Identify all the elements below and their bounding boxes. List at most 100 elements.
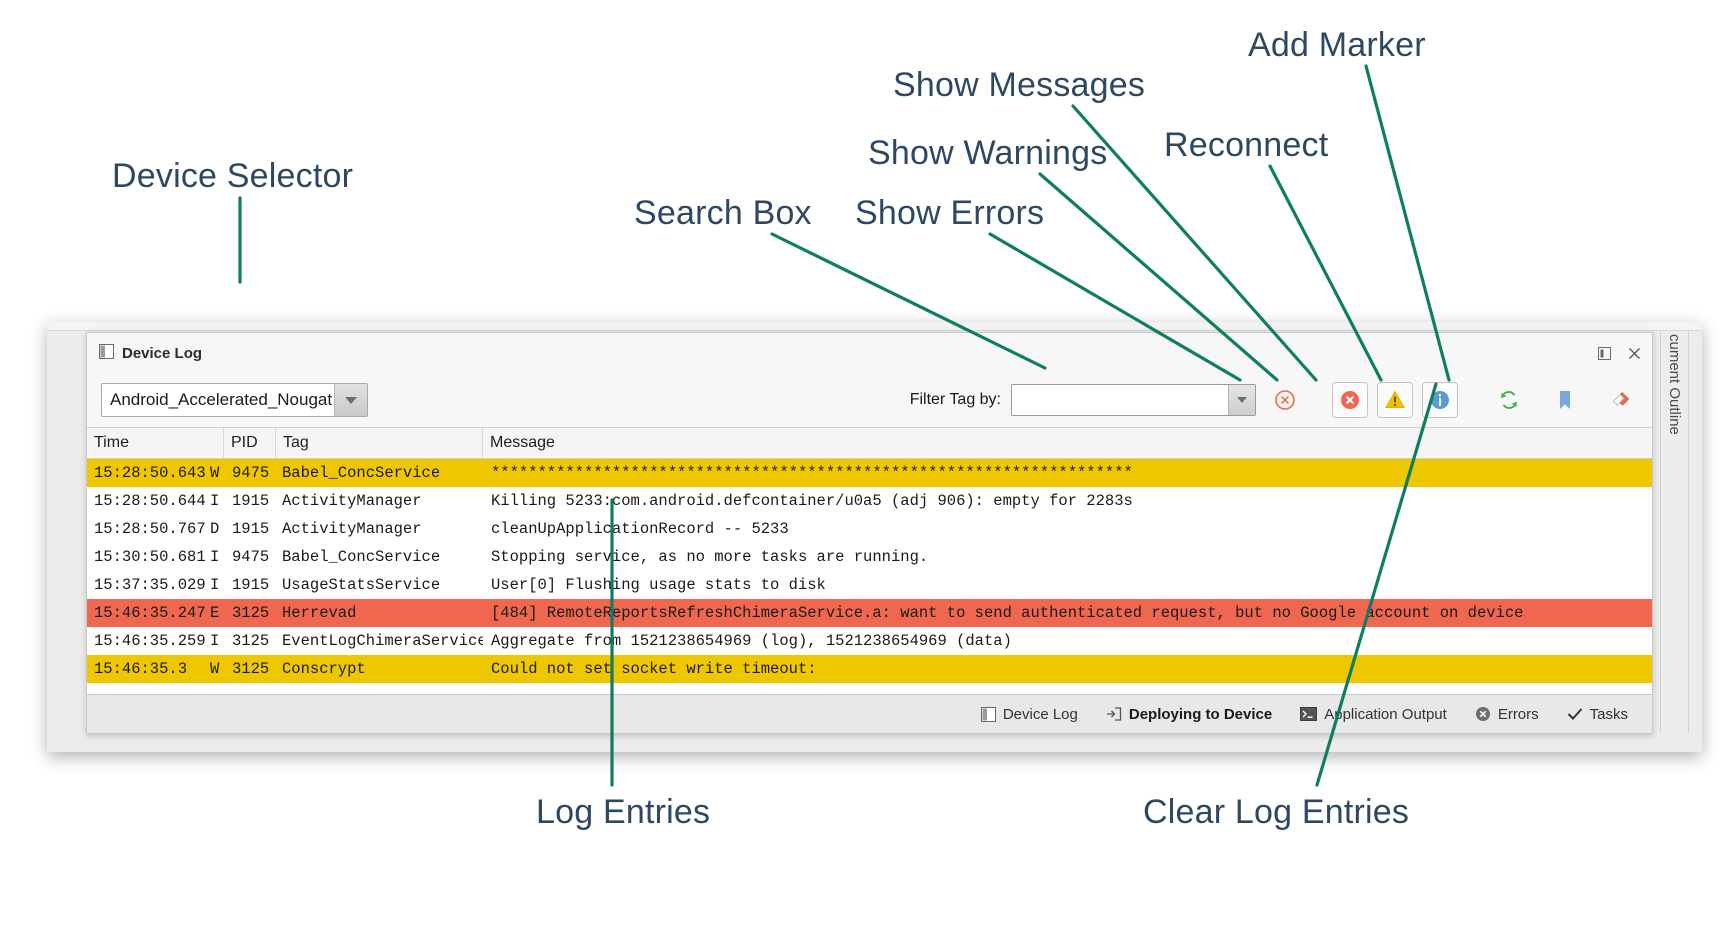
log-cell-level: W	[210, 660, 220, 678]
annotation-label-show-warnings: Show Warnings	[868, 134, 1108, 172]
search-input[interactable]	[1012, 385, 1228, 415]
ide-window: cument Outline Device Log	[47, 322, 1702, 752]
status-tab-errors[interactable]: Errors	[1475, 706, 1539, 723]
device-selector-value: Android_Accelerated_Nougat	[110, 390, 333, 409]
device-log-panel: Device Log	[86, 332, 1653, 734]
panel-controls	[1596, 333, 1642, 373]
log-cell-pid: 9475	[232, 548, 270, 566]
log-cell-time: 15:28:50.767	[94, 520, 206, 538]
annotation-label-show-messages: Show Messages	[893, 66, 1146, 104]
reconnect-refresh-icon[interactable]	[1492, 383, 1526, 417]
log-cell-level: I	[210, 576, 220, 594]
log-cell-tag: Babel_ConcService	[282, 548, 441, 566]
panel-icon	[980, 706, 996, 722]
annotation-label-add-marker: Add Marker	[1248, 26, 1426, 64]
panel-title-text: Device Log	[122, 344, 203, 362]
log-cell-time: 15:37:35.029	[94, 576, 206, 594]
log-table-header: Time PID Tag Message	[87, 428, 1652, 459]
log-cell-level: I	[210, 492, 220, 510]
add-marker-bookmark-icon[interactable]	[1548, 383, 1582, 417]
log-cell-pid: 3125	[232, 632, 270, 650]
tool-window-status-bar: Device Log Deploying to Device Application…	[87, 694, 1652, 733]
panel-icon	[99, 343, 114, 363]
status-tab-application-output[interactable]: Application Output	[1300, 706, 1447, 723]
search-box[interactable]	[1011, 384, 1256, 416]
column-header-tag[interactable]: Tag	[276, 428, 483, 458]
minimize-icon[interactable]	[1596, 345, 1612, 361]
log-cell-level: I	[210, 548, 220, 566]
log-cell-tag: Herrevad	[282, 604, 357, 622]
log-cell-pid: 9475	[232, 464, 270, 482]
log-cell-pid: 1915	[232, 520, 270, 538]
panel-header: Device Log	[87, 333, 1652, 373]
status-tab-tasks[interactable]: Tasks	[1567, 706, 1628, 723]
annotation-label-device-selector: Device Selector	[112, 157, 354, 195]
status-tab-label: Device Log	[1002, 705, 1078, 723]
log-cell-message: cleanUpApplicationRecord -- 5233	[491, 520, 789, 538]
log-cell-message: Could not set socket write timeout:	[491, 660, 817, 678]
log-cell-time: 15:30:50.681	[94, 548, 206, 566]
clear-search-icon[interactable]	[1272, 387, 1298, 413]
show-warnings-button[interactable]	[1377, 382, 1413, 418]
log-cell-level: I	[210, 632, 220, 650]
document-outline-rail[interactable]: cument Outline	[1660, 332, 1689, 732]
log-cell-time: 15:46:35.3	[94, 660, 188, 678]
status-tab-label: Errors	[1497, 705, 1539, 723]
log-cell-pid: 1915	[232, 492, 270, 510]
log-row[interactable]: 15:46:35.3 W 3125 Conscrypt Could not set so…	[87, 655, 1652, 683]
log-cell-level: W	[210, 464, 220, 482]
column-header-message[interactable]: Message	[490, 434, 555, 451]
deploy-icon	[1106, 706, 1122, 722]
status-tab-label: Tasks	[1589, 705, 1628, 723]
log-cell-message: [484] RemoteReportsRefreshChimeraService…	[491, 604, 1524, 622]
status-tab-deploying-to-device[interactable]: Deploying to Device	[1106, 706, 1272, 723]
show-messages-button[interactable]	[1422, 382, 1458, 418]
log-cell-pid: 1915	[232, 576, 270, 594]
log-toolbar: Android_Accelerated_Nougat Filter Tag by…	[87, 373, 1652, 428]
log-cell-level: E	[210, 604, 220, 622]
action-buttons-group	[1492, 383, 1638, 417]
log-cell-time: 15:46:35.247	[94, 604, 206, 622]
log-cell-pid: 3125	[232, 660, 270, 678]
log-cell-tag: ActivityManager	[282, 492, 422, 510]
show-errors-button[interactable]	[1332, 382, 1368, 418]
column-header-time[interactable]: Time	[87, 428, 224, 458]
terminal-icon	[1300, 707, 1318, 721]
status-tab-device-log[interactable]: Device Log	[980, 705, 1078, 723]
log-cell-tag: ActivityManager	[282, 520, 422, 538]
check-icon	[1567, 707, 1583, 721]
annotation-label-clear-log-entries: Clear Log Entries	[1143, 793, 1410, 831]
log-cell-tag: Babel_ConcService	[282, 464, 441, 482]
column-header-pid[interactable]: PID	[224, 428, 276, 458]
log-cell-message: User[0] Flushing usage stats to disk	[491, 576, 826, 594]
search-chevron-down-icon[interactable]	[1228, 385, 1255, 415]
panel-title-group: Device Log	[99, 343, 203, 363]
clear-log-eraser-icon[interactable]	[1604, 383, 1638, 417]
log-cell-time: 15:28:50.644	[94, 492, 206, 510]
chevron-down-icon[interactable]	[334, 384, 367, 416]
log-cell-pid: 3125	[232, 604, 270, 622]
annotation-label-show-errors: Show Errors	[855, 194, 1045, 232]
close-icon[interactable]	[1626, 345, 1642, 361]
status-tab-label: Deploying to Device	[1128, 705, 1273, 723]
device-selector[interactable]: Android_Accelerated_Nougat	[101, 383, 368, 417]
log-cell-tag: EventLogChimeraService	[282, 632, 483, 650]
log-cell-tag: Conscrypt	[282, 660, 366, 678]
log-cell-level: D	[210, 520, 220, 538]
filter-tag-label: Filter Tag by:	[909, 391, 1001, 408]
annotation-label-search-box: Search Box	[634, 194, 812, 232]
log-cell-time: 15:28:50.643	[94, 464, 206, 482]
log-cell-message: Aggregate from 1521238654969 (log), 1521…	[491, 632, 1012, 650]
log-cell-tag: UsageStatsService	[282, 576, 441, 594]
log-cell-message: ****************************************…	[491, 464, 1133, 482]
severity-filter-group	[1332, 382, 1458, 418]
